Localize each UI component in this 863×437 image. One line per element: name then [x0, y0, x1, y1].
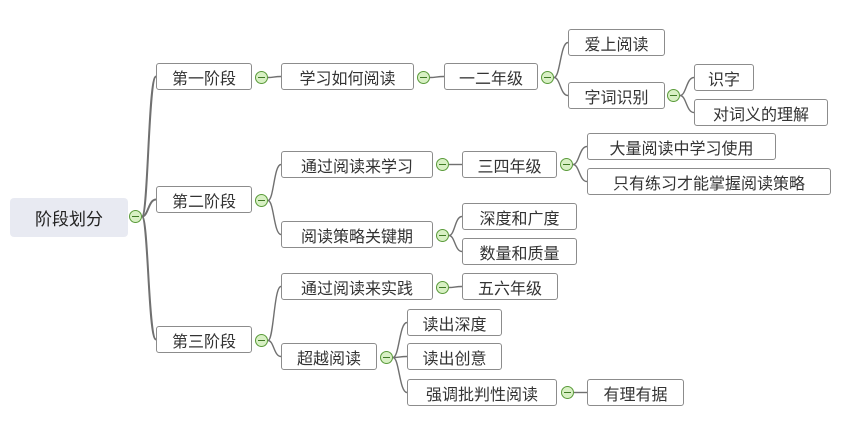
connector-line [141, 75, 157, 218]
collapse-toggle-icon[interactable] [129, 210, 142, 223]
massread-node[interactable]: 大量阅读中学习使用 [587, 133, 776, 160]
connector-line [392, 356, 408, 394]
connector-line [448, 234, 463, 253]
critical-node[interactable]: 强调批判性阅读 [407, 379, 557, 406]
collapse-toggle-icon[interactable] [255, 194, 268, 207]
stage2-node[interactable]: 第二阶段 [156, 186, 252, 213]
node-label: 通过阅读来实践 [300, 278, 413, 298]
connector-line [448, 285, 463, 289]
collapse-toggle-icon[interactable] [417, 71, 430, 84]
connector-line [553, 41, 569, 79]
node-label: 读出深度 [422, 314, 487, 334]
node-label: 字词识别 [584, 87, 649, 107]
love-node[interactable]: 爱上阅读 [568, 29, 665, 56]
s2-key-node[interactable]: 阅读策略关键期 [281, 221, 433, 248]
node-label: 阅读策略关键期 [300, 226, 413, 246]
depth-node[interactable]: 深度和广度 [462, 203, 577, 230]
node-label: 第一阶段 [171, 68, 236, 88]
s3-practice-node[interactable]: 通过阅读来实践 [281, 273, 433, 300]
connector-line [267, 285, 282, 342]
node-label: 对词义的理解 [712, 104, 809, 124]
collapse-toggle-icon[interactable] [255, 71, 268, 84]
node-label: 第三阶段 [171, 331, 236, 351]
node-label: 阶段划分 [35, 210, 103, 230]
creative-node[interactable]: 读出创意 [407, 343, 502, 370]
ciyi-node[interactable]: 对词义的理解 [694, 99, 828, 126]
s2-learn-node[interactable]: 通过阅读来学习 [281, 151, 433, 178]
stage3-node[interactable]: 第三阶段 [156, 326, 252, 353]
node-label: 大量阅读中学习使用 [609, 138, 754, 158]
collapse-toggle-icon[interactable] [541, 71, 554, 84]
connector-line [572, 163, 588, 183]
stage1-node[interactable]: 第一阶段 [156, 63, 252, 90]
collapse-toggle-icon[interactable] [436, 281, 449, 294]
connector-line [267, 75, 282, 79]
grade12-node[interactable]: 一二年级 [444, 63, 538, 90]
node-label: 深度和广度 [479, 208, 560, 228]
collapse-toggle-icon[interactable] [436, 158, 449, 171]
node-label: 爱上阅读 [584, 34, 649, 54]
collapse-toggle-icon[interactable] [667, 89, 680, 102]
node-label: 五六年级 [477, 278, 542, 298]
wordrec-node[interactable]: 字词识别 [568, 82, 665, 109]
node-label: 强调批判性阅读 [425, 384, 538, 404]
reason-node[interactable]: 有理有据 [587, 379, 684, 406]
grade56-node[interactable]: 五六年级 [462, 273, 558, 300]
connector-line [392, 321, 408, 359]
shizi-node[interactable]: 识字 [694, 64, 754, 91]
node-label: 超越阅读 [296, 348, 361, 368]
practice-node[interactable]: 只有练习才能掌握阅读策略 [587, 168, 831, 195]
grade34-node[interactable]: 三四年级 [462, 151, 557, 178]
collapse-toggle-icon[interactable] [561, 386, 574, 399]
connector-line [267, 163, 282, 202]
s3-beyond-node[interactable]: 超越阅读 [281, 343, 377, 370]
node-label: 数量和质量 [479, 243, 560, 263]
collapse-toggle-icon[interactable] [436, 229, 449, 242]
collapse-toggle-icon[interactable] [255, 334, 268, 347]
connector-line [141, 198, 157, 218]
node-label: 有理有据 [603, 384, 668, 404]
node-label: 学习如何阅读 [299, 68, 396, 88]
node-label: 一二年级 [458, 68, 523, 88]
node-label: 识字 [707, 69, 740, 89]
node-label: 第二阶段 [171, 191, 236, 211]
connector-line [572, 145, 588, 166]
quantity-node[interactable]: 数量和质量 [462, 238, 577, 265]
collapse-toggle-icon[interactable] [380, 351, 393, 364]
connector-line [267, 199, 282, 236]
s1-learn-node[interactable]: 学习如何阅读 [281, 63, 414, 90]
connector-line [553, 76, 569, 97]
connector-line [429, 75, 445, 79]
deep-node[interactable]: 读出深度 [407, 309, 502, 336]
connector-line [141, 215, 157, 341]
node-label: 只有练习才能掌握阅读策略 [612, 173, 805, 193]
connector-line [267, 339, 282, 358]
connector-line [679, 94, 695, 114]
connector-line [448, 215, 463, 237]
node-label: 读出创意 [422, 348, 487, 368]
node-label: 通过阅读来学习 [300, 156, 413, 176]
connector-line [679, 76, 695, 97]
node-label: 三四年级 [477, 156, 542, 176]
root-node[interactable]: 阶段划分 [10, 198, 128, 237]
collapse-toggle-icon[interactable] [560, 158, 573, 171]
